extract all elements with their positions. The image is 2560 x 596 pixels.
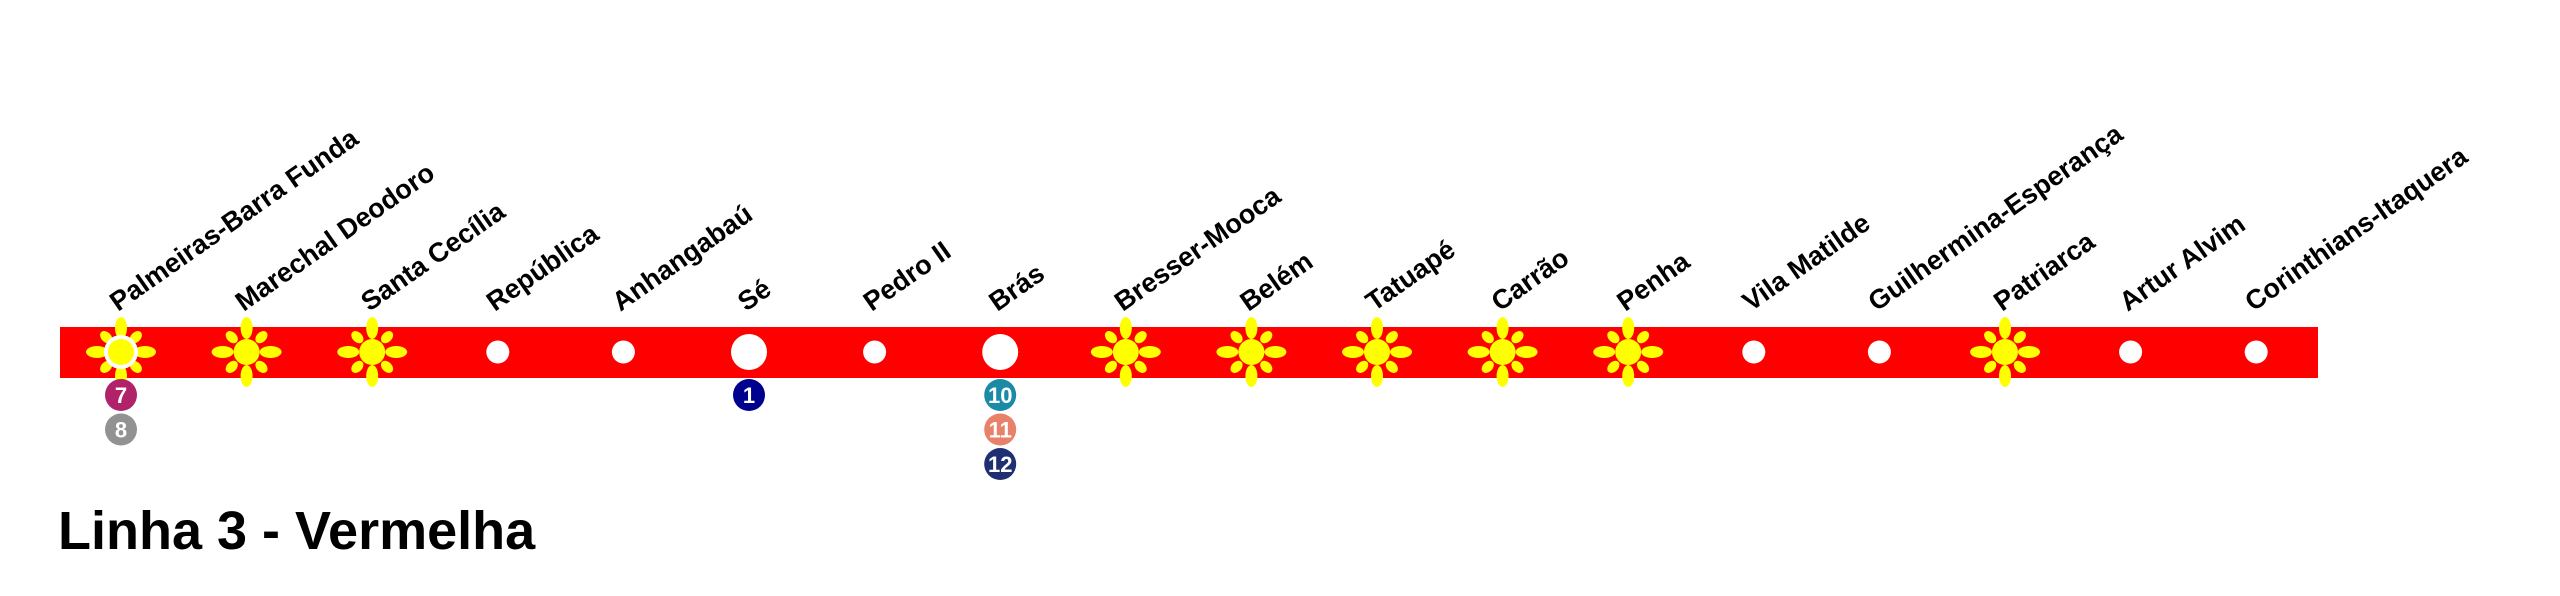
accessibility-sun-icon: [1090, 317, 1161, 387]
station-label: Sé: [732, 273, 776, 317]
station-label: República: [481, 218, 605, 317]
station-label: Patriarca: [1988, 225, 2101, 316]
accessibility-sun-icon: [1970, 317, 2040, 387]
station-label: Penha: [1611, 245, 1695, 317]
station-label: Carrão: [1486, 242, 1575, 317]
station-marker: [611, 340, 635, 364]
line-title: Linha 3 - Vermelha: [58, 501, 536, 561]
connection-line-8-badge: 8: [105, 413, 137, 446]
connection-number: 1: [743, 383, 755, 408]
station-marker: [1742, 340, 1766, 364]
accessibility-sun-icon: [1216, 317, 1287, 387]
station-label: Anhangabaú: [607, 199, 758, 317]
station-label: Corinthians-Itaquera: [2239, 140, 2473, 317]
connection-line-12-badge: 12: [984, 448, 1017, 480]
connection-number: 11: [989, 418, 1012, 443]
station-label: Tatuapé: [1360, 234, 1460, 317]
interchange-station-marker: [982, 334, 1019, 370]
station-marker: [2244, 340, 2268, 364]
interchange-station-marker: [731, 334, 767, 370]
accessibility-sun-icon: [1342, 317, 1412, 387]
accessibility-sun-icon: [337, 317, 408, 387]
station-marker: [2119, 340, 2143, 364]
station-label: Belém: [1235, 246, 1319, 317]
station[interactable]: Palmeiras-Barra Funda 7 8: [86, 122, 364, 446]
connection-number: 10: [988, 383, 1012, 408]
line-3-band: [60, 327, 2318, 378]
connection-number: 7: [115, 383, 127, 408]
connection-line-7-badge: 7: [105, 379, 137, 411]
station-marker: [1867, 340, 1891, 364]
station-label: Artur Alvim: [2114, 209, 2251, 317]
station-label: Pedro II: [858, 236, 956, 317]
connection-line-1-badge: 1: [733, 379, 765, 411]
station-marker: [486, 340, 510, 364]
station-label: Palmeiras-Barra Funda: [104, 122, 364, 317]
connection-line-11-badge: 11: [984, 413, 1017, 446]
accessibility-sun-icon: [1467, 317, 1538, 387]
accessibility-sun-icon: [211, 317, 282, 387]
connection-line-10-badge: 10: [984, 379, 1017, 411]
accessibility-sun-icon: [1593, 317, 1664, 387]
connection-number: 8: [115, 418, 127, 443]
station-label: Brás: [983, 258, 1049, 317]
connection-number: 12: [988, 452, 1012, 477]
station-marker: [863, 340, 887, 364]
station-label: Vila Matilde: [1737, 207, 1875, 316]
